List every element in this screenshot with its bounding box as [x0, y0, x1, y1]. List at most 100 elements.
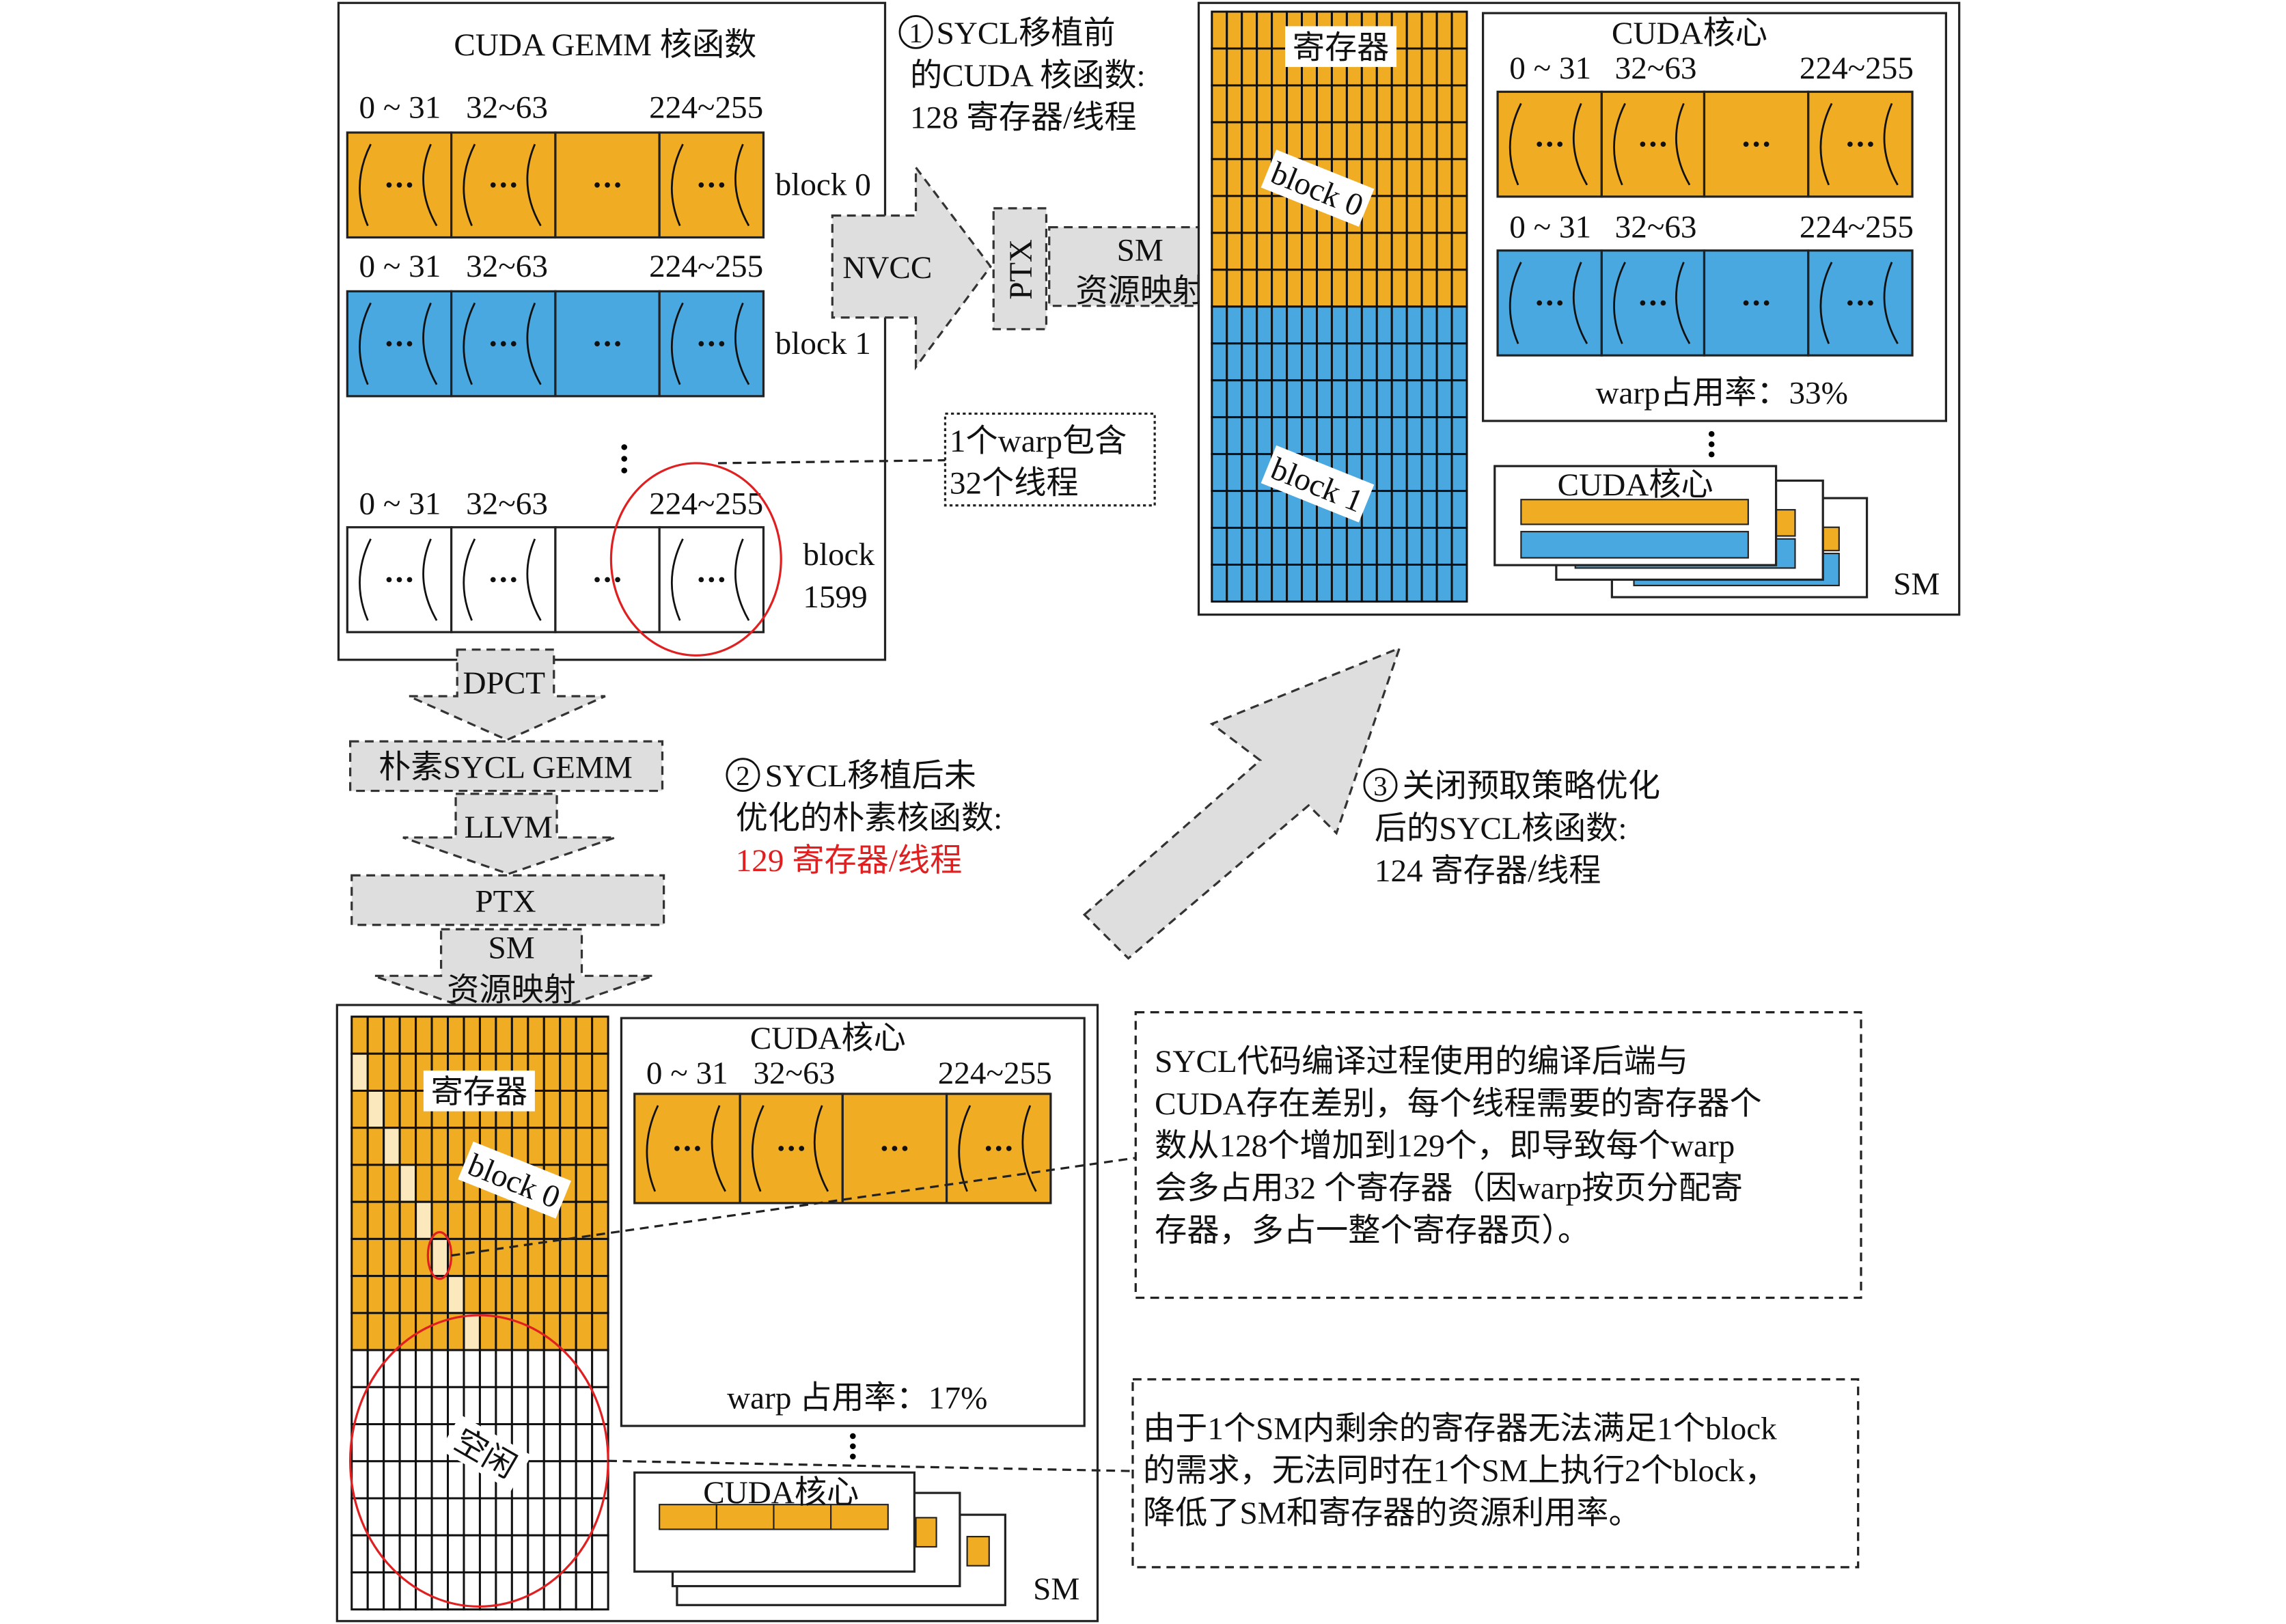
register-cell: [430, 1312, 450, 1351]
ellipsis-dot: [500, 341, 506, 346]
register-cell: [447, 1164, 465, 1203]
thread-wave-icon: [1572, 102, 1588, 186]
thread-wave-icon: [359, 538, 372, 621]
register-cell: [430, 1127, 450, 1166]
ptx-label: PTX: [475, 884, 536, 920]
register-cell: [1345, 527, 1363, 566]
register-cell: [1390, 195, 1408, 234]
register-cell: [1256, 342, 1273, 382]
register-cell: [1375, 305, 1393, 345]
register-cell: [350, 1534, 369, 1573]
register-cell: [1226, 453, 1243, 493]
register-cell: [1345, 269, 1363, 308]
register-cell: [542, 1089, 562, 1129]
register-cell: [542, 1127, 562, 1166]
thread-wave-icon: [463, 143, 476, 226]
register-cell: [495, 1015, 513, 1055]
register-cell: [430, 1460, 450, 1500]
register-cell: [350, 1237, 369, 1278]
thread-wave-icon: [1509, 262, 1522, 344]
ptx-box: [350, 874, 665, 926]
warp-cell: [658, 131, 765, 239]
register-cell: [1241, 121, 1258, 161]
register-cell: [1271, 47, 1289, 87]
thread-wave-icon: [646, 1105, 659, 1192]
register-cell: [1330, 84, 1348, 124]
register-cell: [366, 1423, 385, 1463]
register-cell: [1390, 232, 1408, 271]
register-cell: [559, 1237, 577, 1278]
register-cell: [398, 1089, 417, 1129]
register-cell: [1420, 232, 1438, 271]
register-cell: [1405, 121, 1423, 161]
warp-cell: [1807, 90, 1914, 198]
mini-warp-cell: [715, 1504, 775, 1530]
register-cell: [591, 1534, 609, 1573]
explain2-line: 降低了SM和寄存器的资源利用率。: [1143, 1496, 1641, 1531]
step3-number-circle: [1363, 768, 1398, 802]
register-cell: [1211, 269, 1228, 308]
register-cell: [1405, 527, 1423, 566]
thread-wave-icon: [671, 538, 684, 621]
register-cell: [366, 1275, 385, 1315]
register-cell: [1286, 84, 1304, 124]
register-cell: [542, 1571, 562, 1611]
vertical-ellipsis-icon: [621, 444, 628, 473]
register-cell: [559, 1423, 577, 1463]
warp-cell: [1496, 90, 1603, 198]
register-cell: [398, 1164, 417, 1203]
ellipsis-dot: [396, 182, 402, 188]
register-cell: [1450, 121, 1468, 161]
register-cell: [383, 1127, 401, 1166]
step2-register-count: 129 寄存器/线程: [736, 843, 963, 879]
register-cell: [1375, 416, 1393, 456]
register-cell: [1435, 269, 1453, 308]
dpct-label: DPCT: [463, 665, 546, 701]
register-cell: [1211, 10, 1228, 50]
register-cell: [1405, 453, 1423, 493]
step3-line: 后的SYCL核函数:: [1375, 811, 1627, 847]
register-cell: [1375, 195, 1393, 234]
register-cell: [1315, 342, 1333, 382]
register-cell: [1315, 379, 1333, 419]
register-cell: [1301, 305, 1318, 345]
explain1-line: 数从128个增加到129个，即导致每个warp: [1155, 1129, 1735, 1164]
range-label: 0 ~ 31: [359, 249, 441, 284]
block1599-number: 1599: [803, 579, 867, 615]
register-cell: [1420, 158, 1438, 197]
warp-row-block0: [1496, 90, 1914, 198]
register-cell: [1435, 563, 1453, 603]
warp-cell: [945, 1092, 1052, 1205]
register-cell: [591, 1386, 609, 1426]
warp-cell: [450, 131, 557, 239]
register-cell: [463, 1015, 481, 1055]
warp-note-line: 32个线程: [950, 466, 1079, 501]
register-cell: [1211, 342, 1228, 382]
optimization-arrow: [1082, 646, 1402, 960]
register-cell: [1345, 305, 1363, 345]
llvm-label: LLVM: [465, 810, 553, 845]
thread-wave-icon: [734, 143, 750, 227]
register-cell: [1360, 232, 1378, 271]
register-cell: [415, 1460, 433, 1500]
register-cell: [1226, 47, 1243, 87]
register-cell: [495, 1386, 513, 1426]
ellipsis-dot: [1547, 300, 1553, 306]
register-cell: [1435, 121, 1453, 161]
register-cell: [1226, 527, 1243, 566]
register-cell: [1211, 416, 1228, 456]
register-cell: [430, 1571, 450, 1611]
register-cell: [1286, 527, 1304, 566]
ellipsis-dot: [605, 182, 610, 188]
register-cell: [1390, 563, 1408, 603]
register-cell: [510, 1275, 529, 1315]
register-cell: [510, 1015, 529, 1055]
register-cell: [575, 1200, 594, 1240]
register-cell: [1435, 158, 1453, 197]
llvm-arrow: [402, 793, 616, 875]
register-cell: [1420, 563, 1438, 603]
register-cell: [447, 1349, 465, 1388]
thread-wave-icon: [671, 143, 684, 226]
resource-mapping-label: 资源映射: [1075, 273, 1204, 309]
ellipsis-dot: [510, 341, 517, 346]
